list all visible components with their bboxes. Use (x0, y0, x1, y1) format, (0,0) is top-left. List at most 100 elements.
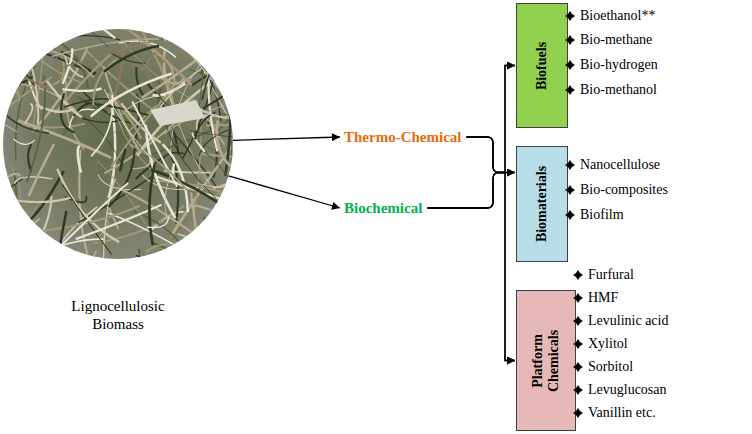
bullet-symbol (573, 270, 583, 280)
category-box: Biofuels (516, 3, 568, 128)
twig (222, 114, 286, 117)
list-item: Bio-methanol (580, 81, 657, 98)
twig (14, 177, 52, 184)
twig (0, 3, 22, 30)
twig (172, 210, 195, 239)
twig (138, 23, 164, 103)
twig (43, 1, 62, 87)
list-item: Bioethanol** (580, 7, 655, 24)
twig (191, 192, 202, 273)
twig (29, 144, 54, 196)
flow-arrow (228, 176, 340, 208)
twig (217, 120, 235, 170)
twig (218, 9, 294, 33)
list-item: Xylitol (588, 335, 628, 352)
twig (12, 167, 21, 210)
twig (198, 184, 229, 188)
twig (184, 235, 210, 286)
twig (9, 224, 23, 266)
twig (111, 94, 168, 167)
list-item: Levuglucosan (588, 381, 667, 398)
flow-arrow (466, 137, 515, 361)
twig (188, 232, 260, 292)
twig (32, 48, 94, 78)
process-label: Thermo-Chemical (341, 126, 464, 148)
bullet-symbol (573, 362, 583, 372)
twig (0, 140, 13, 160)
twig (104, 89, 155, 163)
bullet-symbol (565, 35, 575, 45)
twig (192, 133, 204, 152)
twig (176, 245, 200, 262)
twig (4, 197, 73, 202)
twig (0, 176, 26, 211)
list-item: Furfural (588, 266, 634, 283)
twig (191, 131, 280, 139)
twig (96, 127, 124, 171)
twig (0, 37, 51, 50)
category-box: Biomaterials (516, 146, 568, 262)
bullet-symbol (565, 85, 575, 95)
twig (58, 211, 66, 259)
bullet-symbol (573, 316, 583, 326)
bullet-symbol (565, 185, 575, 195)
twig (165, 173, 171, 217)
twig (195, 8, 206, 74)
twig (33, 0, 109, 47)
twig (8, 173, 84, 220)
list-item: HMF (588, 289, 618, 306)
flow-arrow (466, 66, 515, 173)
category-title: Biomaterials (534, 166, 550, 242)
twig (227, 94, 250, 97)
twig (232, 225, 305, 240)
twig (191, 254, 250, 338)
twig (15, 171, 27, 242)
flow-arrow (427, 173, 515, 209)
twig (0, 198, 5, 219)
twig (110, 53, 145, 63)
twig (190, 23, 247, 55)
node-caption: Lignocellulosic Biomass (3, 297, 233, 333)
bullet-symbol (565, 160, 575, 170)
twig (56, 183, 128, 251)
twig (0, 219, 40, 288)
twig (78, 146, 81, 173)
twig (0, 98, 17, 132)
twig (0, 203, 18, 266)
category-title: Biofuels (534, 41, 550, 89)
biomass-circle: Lignocellulosic Biomass (3, 29, 233, 259)
twig (13, 139, 34, 144)
list-item: Levulinic acid (588, 312, 668, 329)
twig (144, 248, 156, 278)
twig (67, 0, 92, 40)
twig (117, 188, 203, 240)
twig (203, 69, 259, 109)
twig (6, 68, 49, 89)
list-item: Nanocellulose (580, 156, 660, 173)
twig (149, 165, 154, 246)
category-title: Platform Chemicals (530, 309, 562, 413)
bullet-symbol (565, 60, 575, 70)
process-name: Biochemical (344, 199, 422, 217)
twig (15, 18, 38, 124)
bullet-symbol (573, 385, 583, 395)
category-box: Platform Chemicals (516, 290, 576, 431)
twig (0, 174, 20, 189)
twig (149, 0, 177, 34)
twig (71, 2, 116, 38)
twig (72, 251, 96, 279)
twig (55, 41, 152, 69)
debris (150, 100, 205, 126)
twig (201, 63, 286, 65)
bullet-symbol (573, 293, 583, 303)
twig (147, 217, 168, 228)
flow-arrow (427, 173, 515, 361)
twig (225, 43, 264, 63)
twig (131, 249, 140, 270)
list-item: Vanillin etc. (588, 404, 656, 421)
twig (202, 7, 244, 100)
twig (218, 12, 253, 35)
twig (0, 213, 27, 246)
twig (199, 130, 228, 156)
flow-arrow (466, 137, 515, 173)
